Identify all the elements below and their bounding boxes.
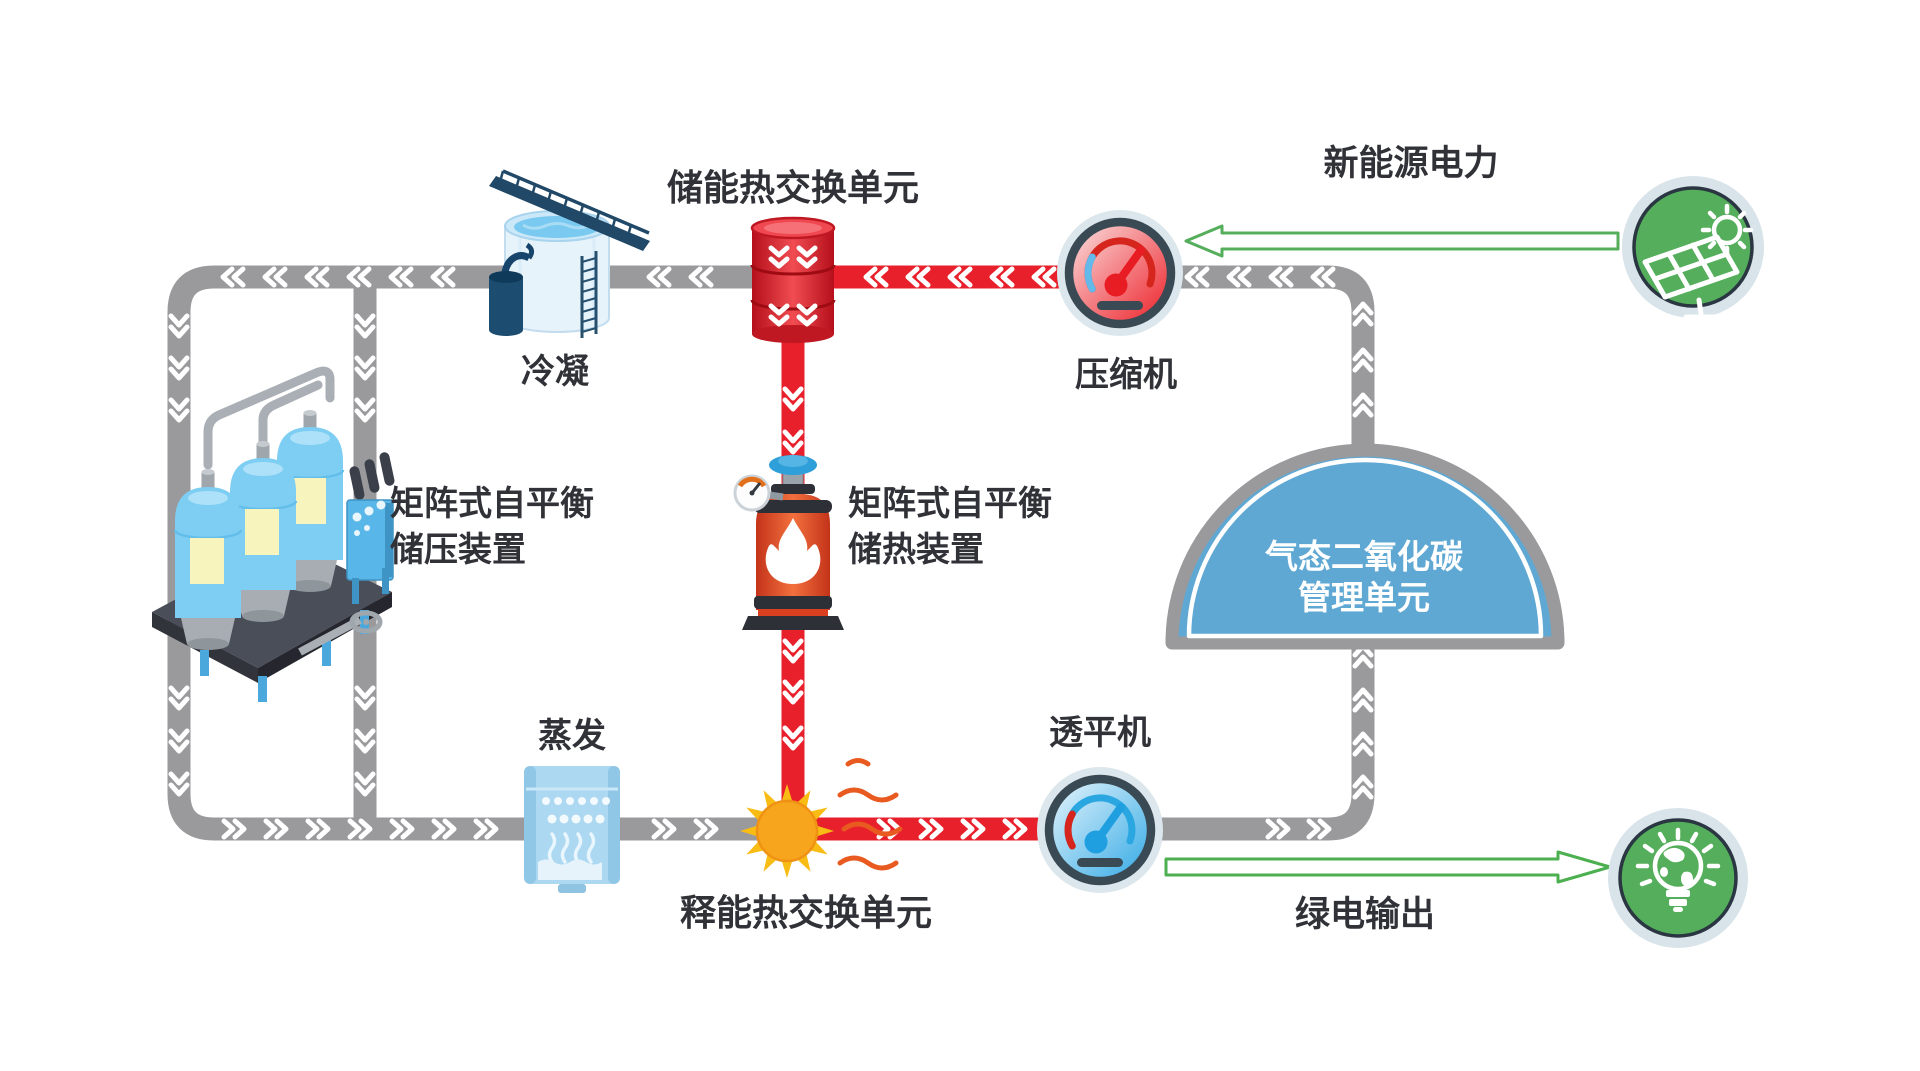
storage-tank xyxy=(228,441,298,622)
heat-storage-tank xyxy=(733,455,844,630)
label-new-energy-power: 新能源电力 xyxy=(1323,144,1498,184)
label-compressor: 压缩机 xyxy=(1075,355,1177,395)
co2-management-dome xyxy=(1165,443,1565,650)
flame-icon xyxy=(765,518,821,584)
compressor-gauge-icon xyxy=(1057,210,1183,336)
label-heat-storage-line1: 矩阵式自平衡 xyxy=(848,484,1052,524)
label-storage-heat-exchange: 储能热交换单元 xyxy=(667,167,919,209)
ladder xyxy=(580,251,598,338)
walkway xyxy=(489,176,650,251)
label-evaporation: 蒸发 xyxy=(538,716,606,756)
heat-waves-icon xyxy=(837,758,903,871)
turbine-gauge-icon xyxy=(1037,767,1163,893)
evaporator-illustration xyxy=(524,766,620,893)
power-in-arrow xyxy=(1184,224,1620,258)
label-release-heat-exchange: 释能热交换单元 xyxy=(680,892,932,934)
control-cabinet xyxy=(346,452,395,604)
label-pressure-storage-line1: 矩阵式自平衡 xyxy=(390,484,594,524)
down-arrows-icon xyxy=(768,245,818,327)
label-pressure-storage-line2: 储压装置 xyxy=(390,530,526,570)
solar-panel-icon xyxy=(1622,176,1764,320)
pressure-storage-illustration xyxy=(152,366,395,702)
label-heat-storage-line2: 储热装置 xyxy=(848,530,984,570)
condenser-illustration xyxy=(489,169,650,338)
storage-tank xyxy=(173,469,243,650)
lightbulb-globe-icon xyxy=(1608,808,1748,948)
diagram-labels: 储能热交换单元 新能源电力 压缩机 冷凝 矩阵式自平衡 储压装置 矩阵式自平衡 … xyxy=(390,144,1499,935)
label-co2-unit-line2: 管理单元 xyxy=(1298,578,1430,617)
label-green-power-output: 绿电输出 xyxy=(1295,895,1435,935)
label-condensation: 冷凝 xyxy=(521,352,589,392)
power-arrows xyxy=(1164,224,1620,884)
release-heat-exchanger-sun xyxy=(740,758,903,878)
label-co2-unit-line1: 气态二氧化碳 xyxy=(1265,537,1464,576)
power-out-arrow xyxy=(1164,850,1612,884)
pressure-gauge-icon xyxy=(733,474,784,512)
label-turbine: 透平机 xyxy=(1049,713,1151,753)
storage-heat-exchanger xyxy=(750,216,836,343)
